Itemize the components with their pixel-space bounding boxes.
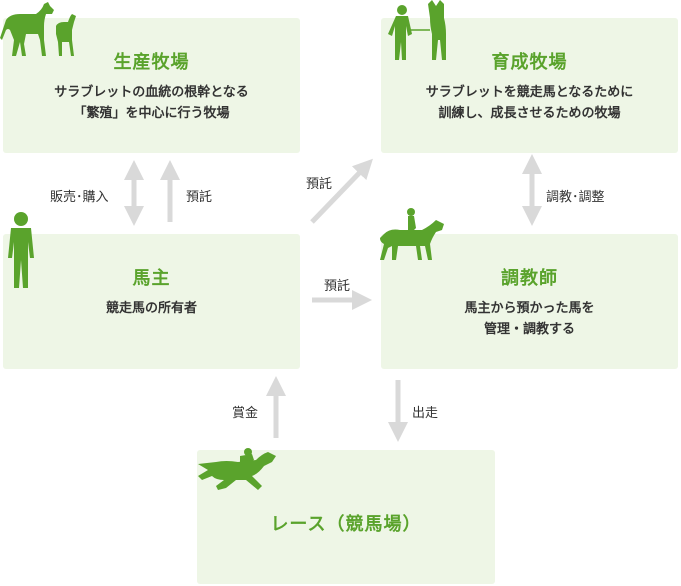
breeding-farm-desc: サラブレットの血統の根幹となる 「繁殖」を中心に行う牧場 (3, 82, 300, 124)
arrow-entrust-diagonal (310, 158, 373, 224)
edge-label-sale-purchase: 販売･購入 (50, 190, 109, 205)
mare-foal-icon (0, 2, 76, 56)
edge-label-prize: 賞金 (232, 406, 259, 421)
racehorse-jockey-icon (198, 448, 276, 490)
training-farm-desc: サラブレットを競走馬となるために 訓練し、成長させるための牧場 (381, 82, 678, 124)
owner-desc: 競走馬の所有者 (3, 298, 300, 319)
edge-label-entrust-right: 預託 (324, 279, 351, 294)
breeding-farm-desc-line: サラブレットの血統の根幹となる (54, 85, 249, 100)
breeding-farm-title: 生産牧場 (113, 52, 190, 73)
trainer-desc-line: 馬主から預かった馬を (464, 301, 595, 316)
edge-label-entrust-up: 預託 (186, 190, 213, 205)
breeding-farm-box: 生産牧場 サラブレットの血統の根幹となる 「繁殖」を中心に行う牧場 (3, 18, 300, 153)
edge-label-entrust-diagonal: 預託 (306, 177, 333, 192)
trainer-desc: 馬主から預かった馬を 管理・調教する (381, 298, 678, 340)
trainer-title: 調教師 (501, 268, 558, 289)
edge-label-entry: 出走 (412, 406, 439, 421)
trainer-desc-line: 管理・調教する (483, 322, 575, 337)
edge-label-train-adjust: 調教･調整 (546, 190, 605, 205)
training-farm-desc-line: 訓練し、成長させるための牧場 (438, 106, 621, 121)
owner-title: 馬主 (132, 268, 171, 289)
breeding-farm-desc-line: 「繁殖」を中心に行う牧場 (73, 106, 230, 121)
owner-person-icon (8, 212, 34, 288)
handler-horse-icon (388, 0, 446, 60)
training-farm-title: 育成牧場 (491, 52, 568, 73)
race-title: レース（競馬場） (270, 514, 422, 535)
owner-desc-line: 競走馬の所有者 (105, 301, 197, 316)
training-farm-box: 育成牧場 サラブレットを競走馬となるために 訓練し、成長させるための牧場 (381, 18, 678, 153)
owner-box: 馬主 競走馬の所有者 (3, 234, 300, 369)
rider-horse-icon (380, 208, 444, 260)
training-farm-desc-line: サラブレットを競走馬となるために (425, 85, 634, 100)
